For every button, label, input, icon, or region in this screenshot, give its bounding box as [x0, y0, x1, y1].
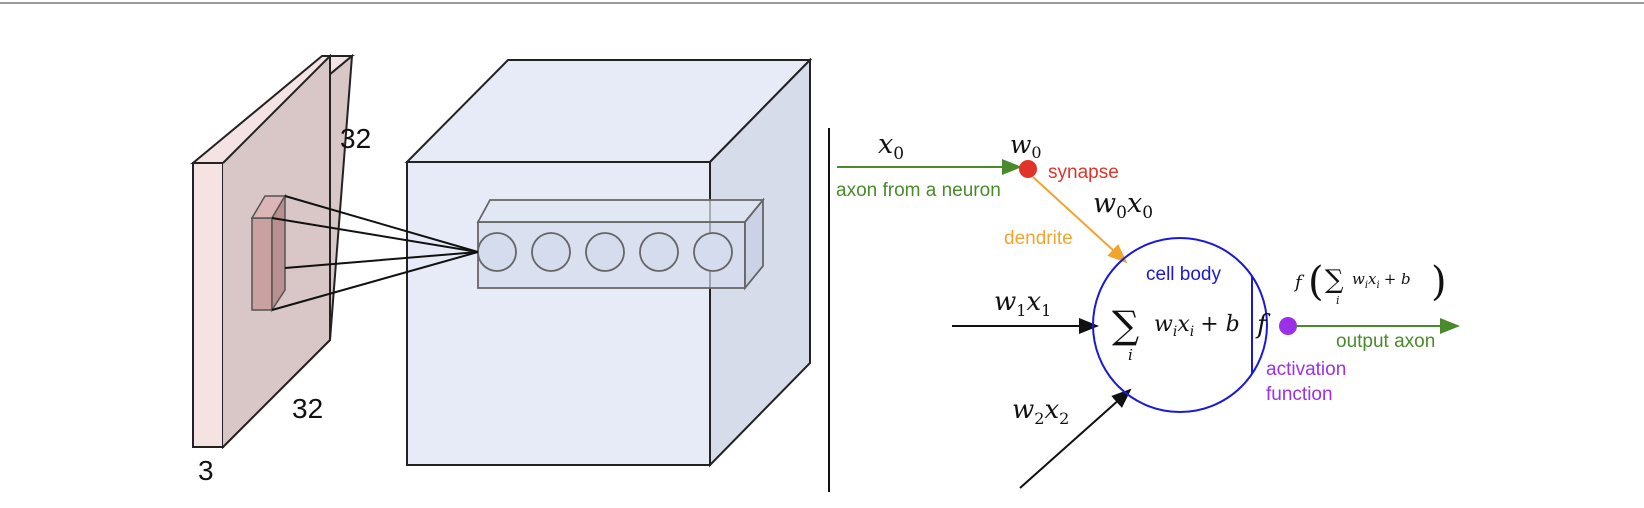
neuron-4	[639, 232, 679, 272]
connection-line	[284, 195, 479, 253]
activation-label-line2: function	[1266, 384, 1333, 405]
w0-label: w0	[1010, 130, 1042, 162]
synapse-label: synapse	[1048, 162, 1119, 183]
output-formula-body: wixi+ b	[1352, 270, 1411, 291]
dendrite-label: dendrite	[1004, 228, 1073, 249]
output-sum-index: i	[1336, 294, 1340, 307]
conv-volume-figure: 32 32 3	[190, 53, 813, 486]
neuron-3	[585, 232, 625, 272]
output-sum-symbol: ∑	[1325, 265, 1344, 295]
activation-dot	[1279, 317, 1297, 335]
cell-body-label: cell body	[1146, 264, 1221, 285]
x0-label: x0	[878, 129, 904, 164]
connection-line	[271, 251, 479, 311]
connection-line	[271, 217, 479, 253]
connection-line	[284, 251, 479, 269]
output-rparen: )	[1431, 259, 1447, 305]
cell-body-formula: wixi+ b	[1154, 312, 1240, 340]
input-depth-label: 3	[198, 455, 214, 486]
sum-index: i	[1128, 346, 1133, 364]
neuron-1	[477, 232, 517, 272]
input-height-label: 32	[340, 123, 371, 154]
output-lparen: (	[1308, 259, 1324, 305]
output-f: f	[1293, 272, 1305, 293]
axon-from-neuron-label: axon from a neuron	[836, 180, 1001, 201]
activation-label-line1: activation	[1266, 359, 1346, 380]
neuron-model-figure: x0 w0 synapse axon from a neuron w0x0 de…	[836, 129, 1460, 489]
receptive-field-front	[251, 217, 273, 311]
w0x0-label: w0x0	[1093, 188, 1153, 223]
cell-body-circle	[1092, 237, 1268, 413]
sum-symbol: ∑	[1112, 303, 1139, 347]
input-w2x2-arrow	[1019, 388, 1132, 489]
neuron-2	[531, 232, 571, 272]
synapse-dot	[1019, 160, 1037, 178]
neuron-5	[693, 232, 733, 272]
input-volume-side	[192, 162, 224, 448]
dendrite-line	[1032, 176, 1128, 264]
w2x2-label: w2x2	[1012, 395, 1069, 428]
input-width-label: 32	[292, 393, 323, 424]
output-axon-label: output axon	[1336, 331, 1435, 352]
activation-f-label: f	[1255, 310, 1271, 340]
w1x1-label: w1x1	[994, 287, 1051, 320]
